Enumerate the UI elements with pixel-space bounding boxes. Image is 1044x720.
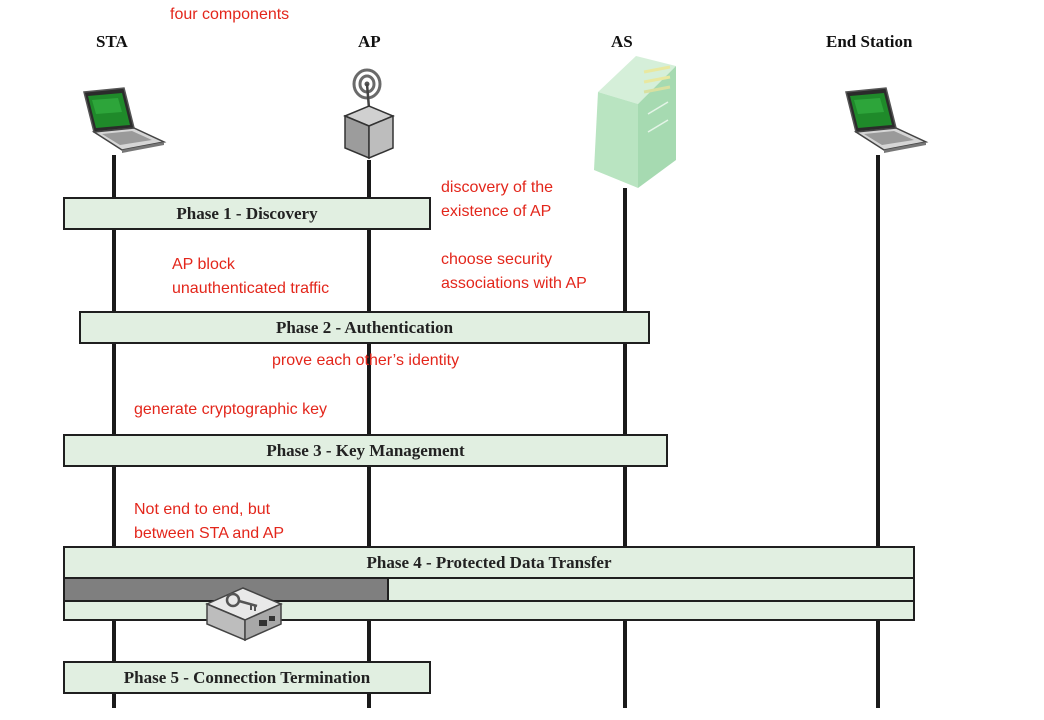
key-lock-icon [205, 587, 283, 642]
phase-2-authentication: Phase 2 - Authentication [79, 311, 650, 344]
phase-4-protected-data-transfer: Phase 4 - Protected Data Transfer [63, 546, 915, 579]
annotation-ap-block: AP block unauthenticated traffic [172, 253, 329, 301]
laptop-icon [83, 87, 167, 153]
annotation-not-end-line1: Not end to end, but [134, 501, 271, 518]
annotation-security-associations: choose security associations with AP [441, 248, 587, 296]
component-label-sta: STA [96, 32, 128, 51]
annotation-security-line2: associations with AP [441, 275, 587, 292]
server-icon [594, 56, 676, 188]
annotation-four-components: four components [170, 6, 290, 23]
annotation-security-line1: choose security [441, 251, 553, 268]
annotation-not-end-to-end: Not end to end, but between STA and AP [134, 498, 284, 546]
component-label-ap: AP [358, 32, 381, 51]
access-point-icon [343, 68, 395, 160]
annotation-discovery-line2: existence of AP [441, 203, 552, 220]
component-label-as: AS [611, 32, 633, 51]
component-label-end-station: End Station [826, 32, 913, 51]
laptop-icon [845, 87, 929, 153]
lifeline-sta [112, 155, 116, 708]
annotation-ap-block-line1: AP block [172, 256, 235, 273]
protected-data-strip-lower [63, 600, 915, 621]
annotation-ap-block-line2: unauthenticated traffic [172, 280, 330, 297]
annotation-identity: prove each other’s identity [272, 352, 460, 369]
phase-3-key-management: Phase 3 - Key Management [63, 434, 668, 467]
annotation-discovery: discovery of the existence of AP [441, 176, 553, 224]
annotation-discovery-line1: discovery of the [441, 179, 554, 196]
lifeline-end-station [876, 155, 880, 708]
phase-1-discovery: Phase 1 - Discovery [63, 197, 431, 230]
phase-5-connection-termination: Phase 5 - Connection Termination [63, 661, 431, 694]
annotation-not-end-line2: between STA and AP [134, 525, 285, 542]
annotation-crypto-key: generate cryptographic key [134, 401, 327, 418]
